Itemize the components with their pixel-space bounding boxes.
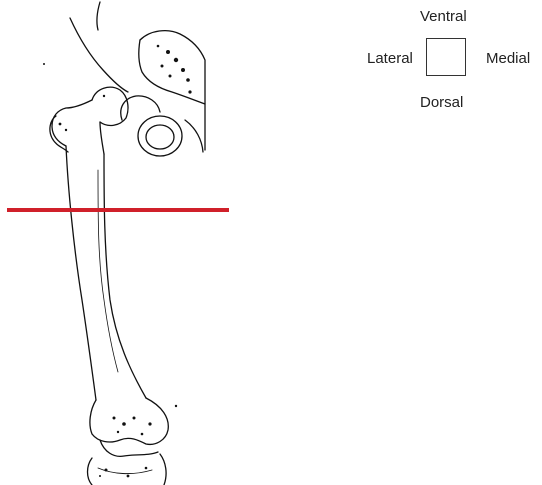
pelvis-crest [97,2,100,30]
ventral-label: Ventral [420,8,467,26]
femur-shaft-lateral [66,146,96,400]
femur-illustration [0,0,250,485]
pelvis-outline [70,18,128,92]
femoral-neck [52,100,92,146]
stipple-texture [43,45,192,478]
obturator-foramen [138,116,182,156]
tibia-top [88,454,167,485]
dorsal-label: Dorsal [420,94,463,112]
medial-label: Medial [486,50,530,68]
femur-shaft-medial [104,154,146,398]
lateral-label: Lateral [367,50,413,68]
femoral-condyles [90,398,168,444]
pelvis-rim [139,40,205,104]
orientation-box [426,38,466,76]
